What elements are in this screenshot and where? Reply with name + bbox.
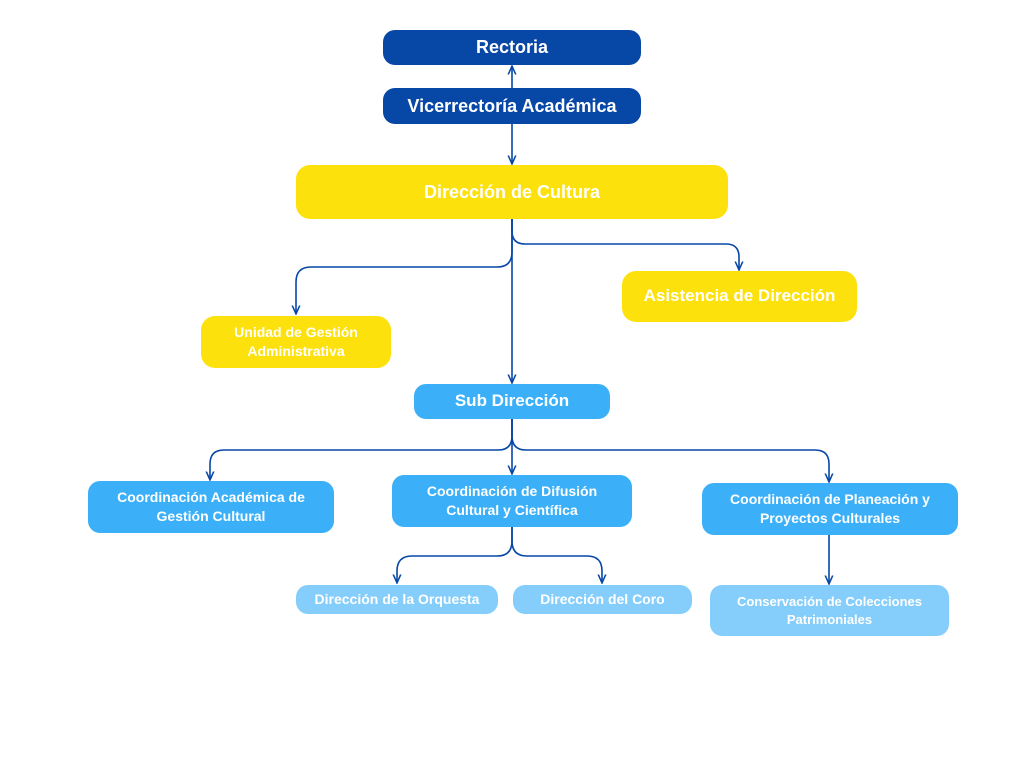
node-direccion-orquesta-label: Dirección de la Orquesta bbox=[314, 591, 480, 608]
connector-sub-academica bbox=[210, 419, 513, 479]
node-conservacion-colecciones-label: Conservación de Colecciones Patrimoniale… bbox=[737, 593, 922, 627]
node-coord-difusion: Coordinación de Difusión Cultural y Cien… bbox=[392, 475, 632, 527]
node-coord-academica-label: Coordinación Académica de Gestión Cultur… bbox=[117, 489, 305, 524]
node-coord-planeacion: Coordinación de Planeación y Proyectos C… bbox=[702, 483, 958, 535]
connector-difusion-orquesta bbox=[397, 527, 513, 582]
node-coord-planeacion-label: Coordinación de Planeación y Proyectos C… bbox=[730, 491, 930, 526]
node-rectoria: Rectoria bbox=[383, 30, 641, 65]
connector-direccion-unidad bbox=[296, 219, 513, 313]
node-vicerrectoria-label: Vicerrectoría Académica bbox=[407, 95, 617, 116]
connector-direccion-asistencia bbox=[511, 219, 739, 269]
node-sub-direccion: Sub Dirección bbox=[414, 384, 610, 419]
node-direccion-coro-label: Dirección del Coro bbox=[540, 591, 665, 608]
node-unidad-gestion: Unidad de Gestión Administrativa bbox=[201, 316, 391, 368]
node-asistencia-direccion-label: Asistencia de Dirección bbox=[643, 286, 836, 306]
node-direccion-coro: Dirección del Coro bbox=[513, 585, 692, 614]
node-sub-direccion-label: Sub Dirección bbox=[454, 391, 570, 411]
node-coord-academica: Coordinación Académica de Gestión Cultur… bbox=[88, 481, 334, 533]
node-asistencia-direccion: Asistencia de Dirección bbox=[622, 271, 857, 322]
node-coord-difusion-label: Coordinación de Difusión Cultural y Cien… bbox=[426, 483, 598, 518]
node-conservacion-colecciones: Conservación de Colecciones Patrimoniale… bbox=[710, 585, 949, 636]
node-rectoria-label: Rectoria bbox=[475, 37, 549, 58]
node-unidad-gestion-label: Unidad de Gestión Administrativa bbox=[234, 324, 358, 359]
connector-sub-planeacion bbox=[511, 419, 829, 481]
node-direccion-orquesta: Dirección de la Orquesta bbox=[296, 585, 498, 614]
node-direccion-cultura: Dirección de Cultura bbox=[296, 165, 728, 219]
node-vicerrectoria: Vicerrectoría Académica bbox=[383, 88, 641, 124]
connector-difusion-coro bbox=[511, 527, 602, 582]
node-direccion-cultura-label: Dirección de Cultura bbox=[423, 181, 601, 202]
